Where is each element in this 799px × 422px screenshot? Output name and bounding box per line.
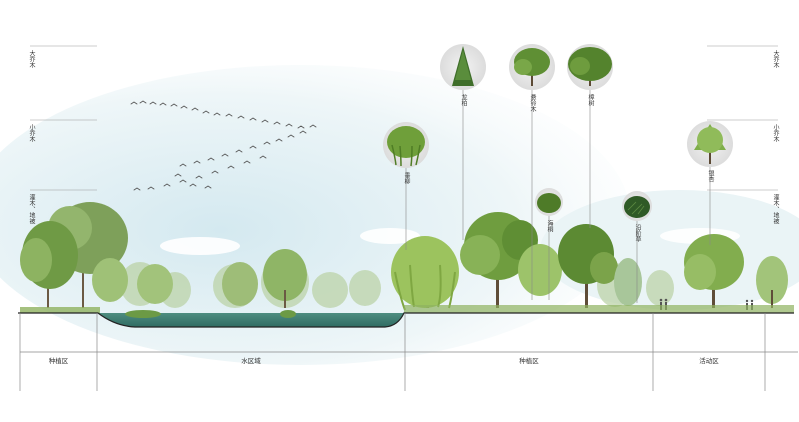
zone-lines (19, 313, 798, 391)
ground (18, 305, 794, 328)
bird-flock (130, 100, 317, 191)
species-label-haitong: 海桐 (546, 220, 553, 232)
zone-label-planting-left: 种植区 (48, 357, 69, 365)
water-body (98, 313, 404, 327)
scale-left-large-tree: 大乔木 (28, 50, 35, 68)
scale-right-large-tree: 大乔木 (772, 50, 779, 68)
zone-label-planting-right: 种植区 (519, 357, 539, 365)
zone-label-water: 水区域 (241, 357, 261, 365)
species-callouts (383, 44, 733, 303)
water-plant (125, 310, 161, 318)
midground-trees (20, 202, 788, 311)
height-scale-lines (30, 45, 778, 191)
species-label-yinxing: 银杏 (707, 170, 714, 182)
zone-label-activity: 活动区 (699, 357, 719, 365)
scale-right-small-tree: 小乔木 (772, 124, 779, 142)
species-label-chuisu: 垂柳 (403, 172, 410, 184)
species-label-xuesong: 悬铃木 (529, 94, 536, 112)
clouds (160, 228, 740, 255)
scale-right-shrub: 灌木、地被 (772, 194, 779, 224)
scale-left-shrub: 灌木、地被 (28, 194, 35, 224)
species-label-yanjiecao: 沿阶草 (634, 224, 641, 242)
scale-left-small-tree: 小乔木 (28, 124, 35, 142)
species-label-longbai: 龙柏 (460, 94, 467, 106)
species-label-zhangshu: 樟树 (587, 94, 594, 106)
water-plant (280, 310, 296, 318)
